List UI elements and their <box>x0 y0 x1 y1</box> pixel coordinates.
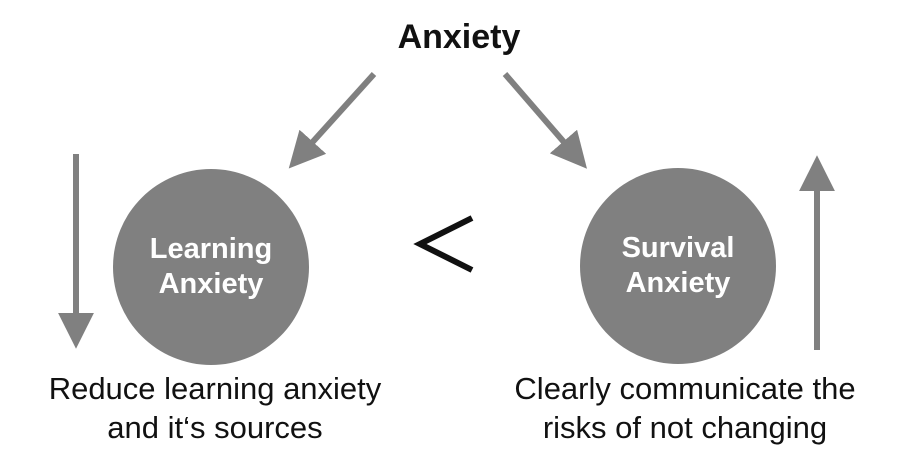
less-than-sign <box>413 215 474 273</box>
survival-anxiety-label-line1: Survival <box>621 231 735 264</box>
survival-anxiety-circle: Survival Anxiety <box>580 168 776 364</box>
arrow-anxiety-to-survival <box>502 72 587 169</box>
caption-right-line2: risks of not changing <box>542 409 828 445</box>
learning-anxiety-label-line2: Anxiety <box>158 268 264 300</box>
diagram-title: Anxiety <box>397 18 521 56</box>
caption-left-line1: Reduce learning anxiety <box>48 371 382 406</box>
caption-right-line1: Clearly communicate the <box>514 371 856 406</box>
caption-left-line2: and it‘s sources <box>107 409 323 445</box>
survival-anxiety-label-line2: Anxiety <box>625 267 731 299</box>
learning-anxiety-circle: Learning Anxiety <box>113 169 309 365</box>
communicate-risks-caption: Clearly communicate the risks of not cha… <box>470 370 900 448</box>
learning-anxiety-label-line1: Learning <box>149 232 273 265</box>
arrow-anxiety-to-learning <box>288 71 377 169</box>
reduce-learning-anxiety-caption: Reduce learning anxiety and it‘s sources <box>0 370 430 448</box>
